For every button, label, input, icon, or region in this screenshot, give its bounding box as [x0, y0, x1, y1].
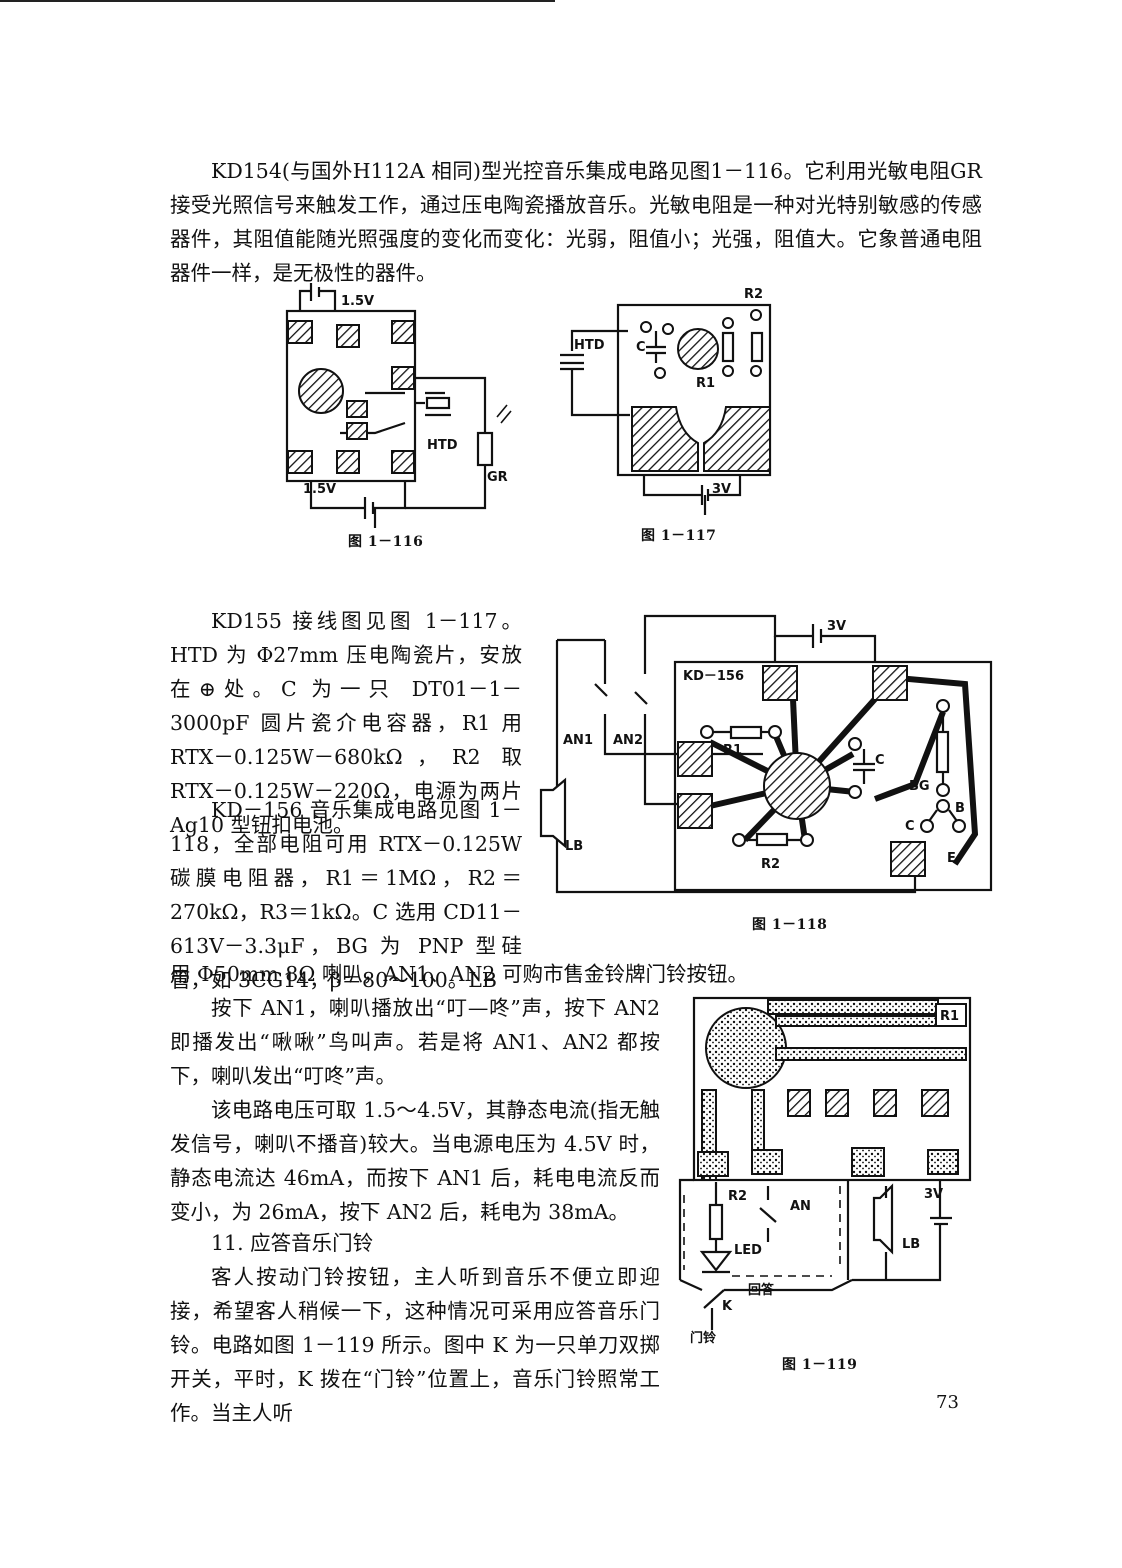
label-an: AN	[790, 1199, 811, 1214]
paragraph-voltage: 该电路电压可取 1.5～4.5V，其静态电流(指无触发信号，喇叭不播音)较大。当…	[170, 1098, 660, 1224]
label-c: C	[636, 340, 646, 355]
page-number: 73	[936, 1392, 959, 1413]
label-htd: HTD	[427, 438, 458, 453]
figure-1-117: R2 HTD C R1 3V	[560, 287, 772, 515]
label-htd: HTD	[574, 338, 605, 353]
label-huida: 回答	[748, 1282, 775, 1298]
label-b: B	[955, 801, 965, 816]
label-3v: 3V	[827, 619, 846, 634]
label-r2: R2	[728, 1189, 747, 1204]
label-r2: R2	[761, 857, 780, 872]
figure-1-118: 3V KD－156 AN1 AN2 R1 R2 C BG B C E LB	[539, 614, 993, 894]
label-gr: GR	[487, 470, 508, 485]
paragraph-kd156: KD－156 音乐集成电路见图 1－118，全部电阻可用 RTX－0.125W …	[170, 798, 522, 992]
label-an2: AN2	[613, 733, 643, 748]
paragraph-kd156-cont: 用 Φ50mm 8Ω 喇叭，AN1、AN2 可购市售金铃牌门铃按钮。	[170, 962, 748, 986]
label-voltage-top: 1.5V	[341, 294, 374, 309]
label-3v: 3V	[924, 1187, 943, 1202]
label-chip: KD－156	[683, 669, 744, 684]
label-r2: R2	[744, 287, 763, 302]
label-led: LED	[734, 1243, 762, 1258]
figure-1-116: 1.5V 1.5V HTD GR	[285, 283, 512, 528]
label-e: E	[947, 851, 956, 866]
caption-1-118: 图 1－118	[752, 917, 828, 933]
section-heading: 11. 应答音乐门铃	[211, 1231, 374, 1255]
label-bg: BG	[909, 779, 930, 794]
paragraph-kd154: KD154(与国外H112A 相同)型光控音乐集成电路见图1－116。它利用光敏…	[170, 159, 982, 285]
paragraph-doorbell: 客人按动门铃按钮，主人听到音乐不便立即迎接，希望客人稍候一下，这种情况可采用应答…	[170, 1265, 660, 1425]
label-r1: R1	[696, 376, 715, 391]
paragraph-an-press: 按下 AN1，喇叭播放出“叮—咚”声，按下 AN2 即播发出“啾啾”鸟叫声。若是…	[170, 996, 660, 1088]
label-r1: R1	[940, 1009, 959, 1024]
label-r1: R1	[723, 743, 742, 758]
label-c: C	[875, 753, 885, 768]
label-k: K	[722, 1299, 733, 1314]
caption-1-116: 图 1－116	[348, 534, 424, 550]
top-rule	[0, 0, 555, 2]
label-an1: AN1	[563, 733, 593, 748]
figure-1-119: R1 R2 AN 3V LED LB 回答 K 门铃	[678, 996, 972, 1346]
caption-1-117: 图 1－117	[641, 528, 717, 544]
paragraph-kd155: KD155 接线图见图 1－117。HTD 为 Φ27mm 压电陶瓷片，安放在⊕…	[170, 609, 522, 837]
label-voltage-bottom: 1.5V	[303, 482, 336, 497]
label-lb: LB	[902, 1237, 920, 1252]
label-menling: 门铃	[690, 1330, 716, 1346]
label-collector: C	[905, 819, 915, 834]
caption-1-119: 图 1－119	[782, 1357, 858, 1373]
label-lb: LB	[565, 839, 583, 854]
label-3v: 3V	[712, 482, 731, 497]
